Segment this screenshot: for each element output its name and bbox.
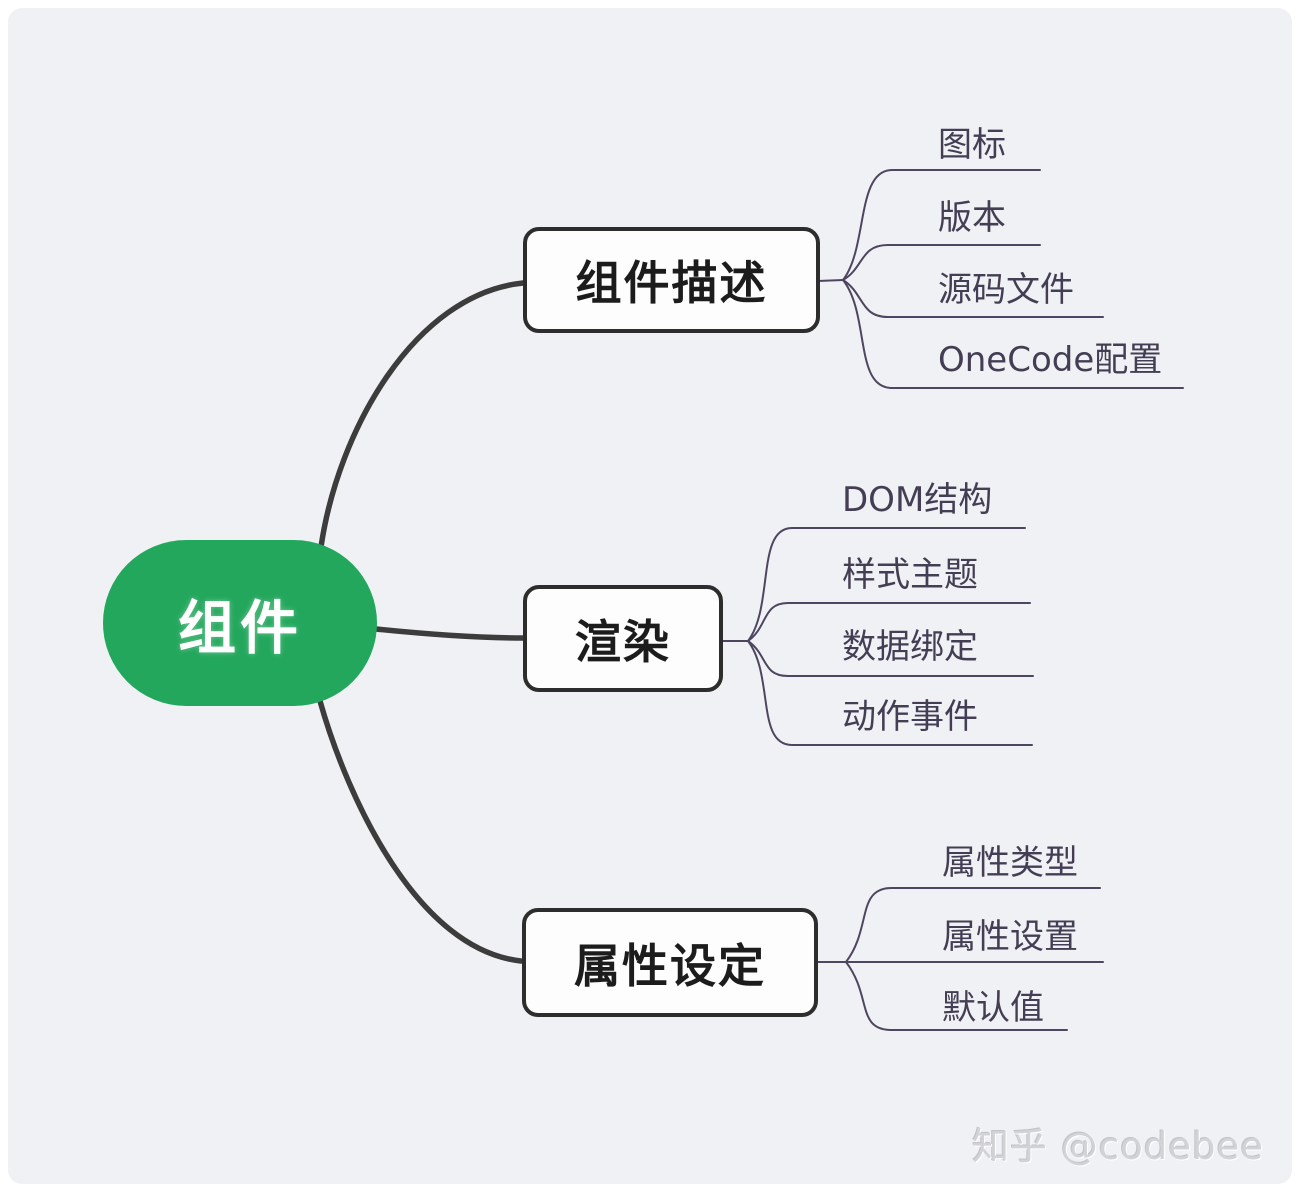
topic-label: 属性设定 (574, 938, 766, 993)
topic-component-description: 组件描述 (523, 227, 820, 333)
leaf-style-theme: 样式主题 (842, 555, 978, 595)
root-node-label: 组件 (177, 594, 302, 662)
leaf-data-binding: 数据绑定 (842, 627, 978, 667)
topic-label: 组件描述 (575, 256, 768, 310)
topic-property-setting: 属性设定 (522, 908, 818, 1017)
leaf-property-settings: 属性设置 (942, 917, 1078, 957)
leaf-action-events: 动作事件 (842, 697, 978, 737)
leaf-source-files: 源码文件 (938, 270, 1074, 310)
leaf-default-value: 默认值 (942, 988, 1044, 1028)
root-node-component: 组件 (103, 540, 377, 706)
leaf-dom-structure: DOM结构 (842, 480, 993, 520)
topic-label: 渲染 (575, 614, 671, 669)
leaf-version: 版本 (938, 198, 1006, 238)
leaf-icon: 图标 (938, 125, 1006, 165)
zhihu-watermark: 知乎 @codebee (972, 1125, 1265, 1168)
leaf-property-type: 属性类型 (942, 843, 1078, 883)
leaf-onecode-config: OneCode配置 (938, 340, 1163, 380)
topic-render: 渲染 (523, 585, 723, 692)
